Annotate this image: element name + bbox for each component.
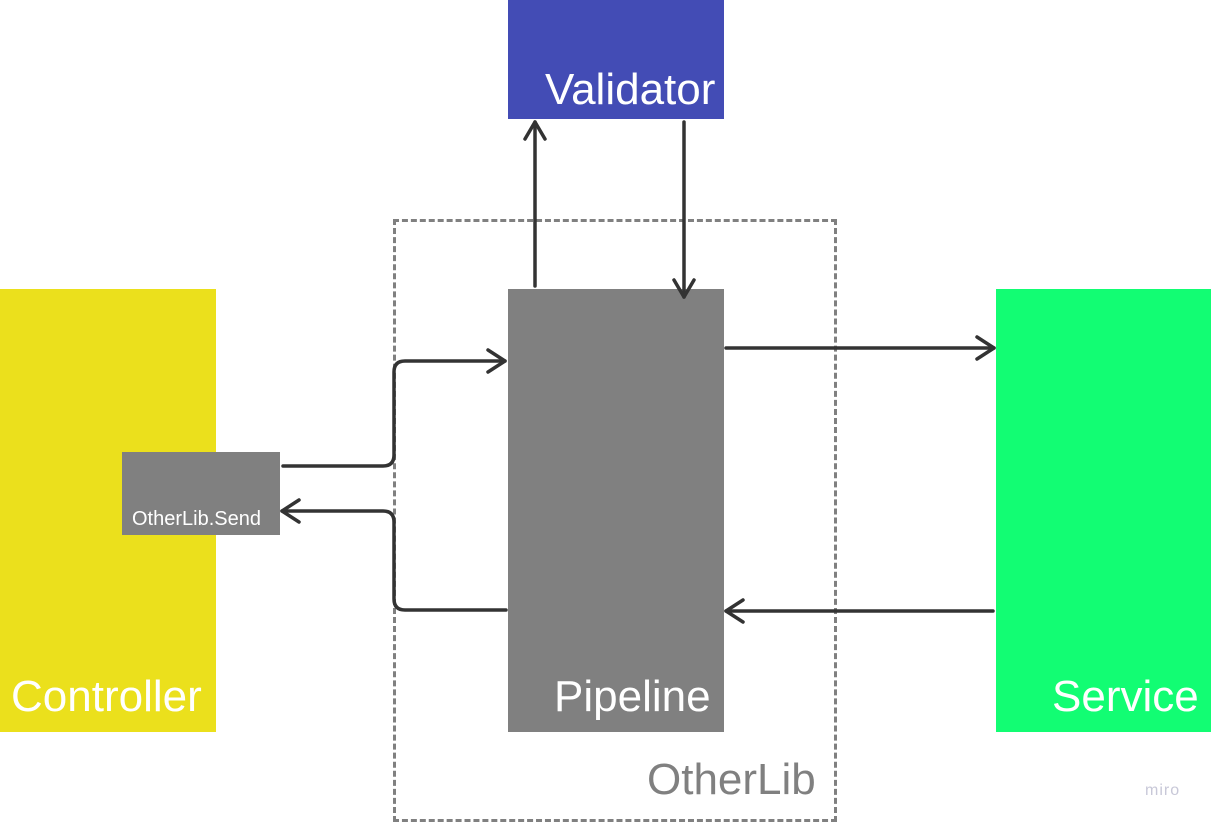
otherlib-send-label: OtherLib.Send [132,508,261,530]
pipeline-label: Pipeline [554,672,711,721]
pipeline-node[interactable] [508,289,724,732]
validator-label: Validator [545,65,716,114]
otherlib-send-node[interactable] [122,452,280,535]
arrow-pipeline-to-send [280,509,508,612]
service-node[interactable] [996,289,1211,732]
service-label: Service [1052,672,1199,721]
controller-label: Controller [11,672,202,721]
validator-node[interactable] [508,0,724,119]
arrow-send-to-pipeline [281,359,507,468]
otherlib-container-label: OtherLib [647,755,816,804]
miro-watermark: miro [1145,782,1181,799]
